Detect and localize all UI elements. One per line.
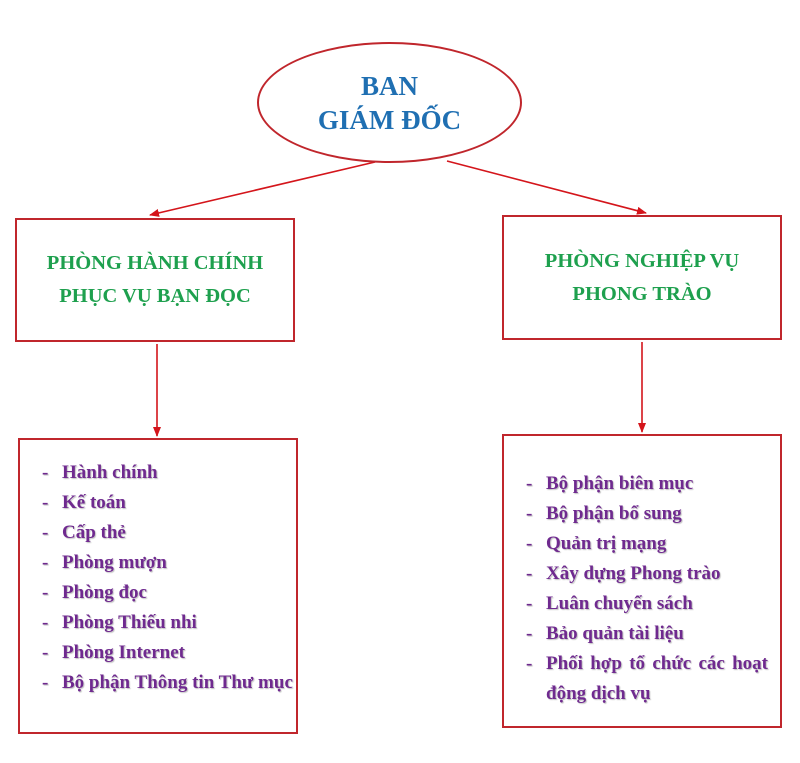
list-item: -Quản trị mạng <box>526 533 667 554</box>
list-item: -Kế toán <box>42 492 126 513</box>
list-item: -Phòng Thiếu nhi <box>42 612 197 633</box>
director-title-line1: BAN <box>360 70 418 101</box>
list-item: -Phối hợp tổ chức các hoạt động dịch vụ <box>526 653 768 704</box>
professional-header-line1: PHÒNG NGHIỆP VỤ <box>544 249 740 272</box>
list-item: -Bộ phận bổ sung <box>526 503 682 524</box>
list-item: -Xây dựng Phong trào <box>526 563 721 584</box>
admin-header-line1: PHÒNG HÀNH CHÍNH <box>46 252 264 274</box>
director-title-line2: GIÁM ĐỐC <box>317 104 462 135</box>
list-item: -Phòng Internet <box>42 642 185 663</box>
list-item: -Phòng mượn <box>42 552 167 573</box>
arrow-director-to-admin <box>149 161 376 217</box>
admin-department-node: PHÒNG HÀNH CHÍNH PHỤC VỤ BẠN ĐỌC <box>15 218 295 342</box>
arrow-director-to-professional <box>446 160 647 215</box>
list-item: -Luân chuyển sách <box>526 593 693 614</box>
list-item: -Hành chính <box>42 462 158 483</box>
admin-header-line2: PHỤC VỤ BẠN ĐỌC <box>59 285 251 307</box>
list-item: -Phòng đọc <box>42 582 147 603</box>
list-item: -Bộ phận Thông tin Thư mục <box>42 672 293 693</box>
list-item: -Bộ phận biên mục <box>526 473 694 494</box>
list-item: -Bảo quản tài liệu <box>526 623 684 644</box>
list-item: -Cấp thẻ <box>42 522 126 543</box>
admin-units-list: -Hành chính -Kế toán -Cấp thẻ -Phòng mượ… <box>18 438 298 734</box>
professional-header-line2: PHONG TRÀO <box>572 282 712 305</box>
professional-units-list: -Bộ phận biên mục -Bộ phận bổ sung -Quản… <box>502 434 782 728</box>
professional-department-node: PHÒNG NGHIỆP VỤ PHONG TRÀO <box>502 215 782 340</box>
director-board-node: BAN GIÁM ĐỐC <box>257 42 522 163</box>
